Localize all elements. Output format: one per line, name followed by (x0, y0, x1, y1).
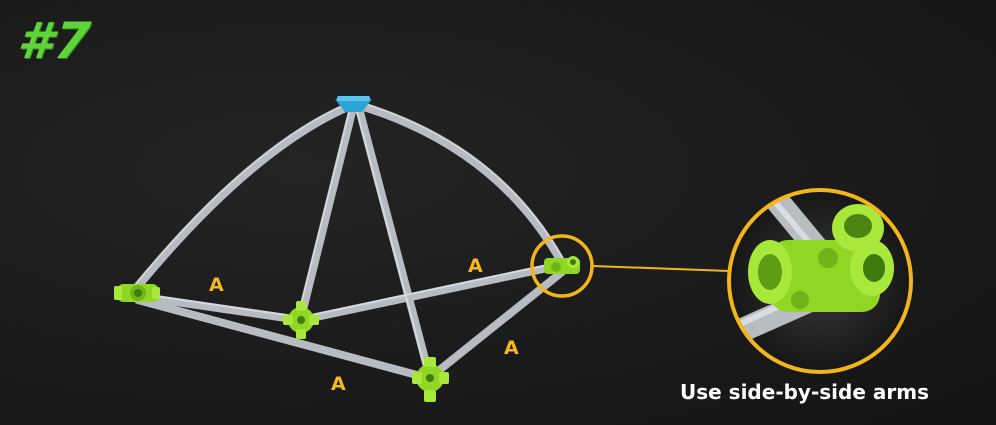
rod-left-to-middle (131, 292, 304, 324)
zoom-view (727, 188, 913, 374)
connector-left (114, 284, 160, 302)
rod-label-a-left: A (209, 274, 224, 296)
rods (131, 103, 567, 382)
rod-hub-to-bottom (356, 108, 434, 382)
rod-left-to-bottom (134, 296, 432, 382)
connector-middle (283, 301, 319, 339)
top-hub (335, 96, 372, 112)
callout-small-ring (530, 234, 594, 298)
callout-large-ring (727, 188, 913, 374)
rod-middle-to-right (298, 262, 561, 324)
rod-label-a-lower-right: A (504, 337, 519, 359)
rod-highlights (132, 103, 566, 377)
connector-bottom (412, 357, 449, 402)
connector-right (544, 256, 580, 274)
rod-bottom-to-right (428, 268, 566, 380)
callout-leader-line (592, 265, 730, 272)
rod-hub-to-middle (297, 108, 356, 322)
callout-caption: Use side-by-side arms (680, 380, 929, 404)
rod-right-arch (360, 103, 567, 269)
rod-label-a-bottom: A (331, 373, 346, 395)
rod-left-arch (131, 103, 352, 294)
rod-label-a-upper-right: A (468, 255, 483, 277)
